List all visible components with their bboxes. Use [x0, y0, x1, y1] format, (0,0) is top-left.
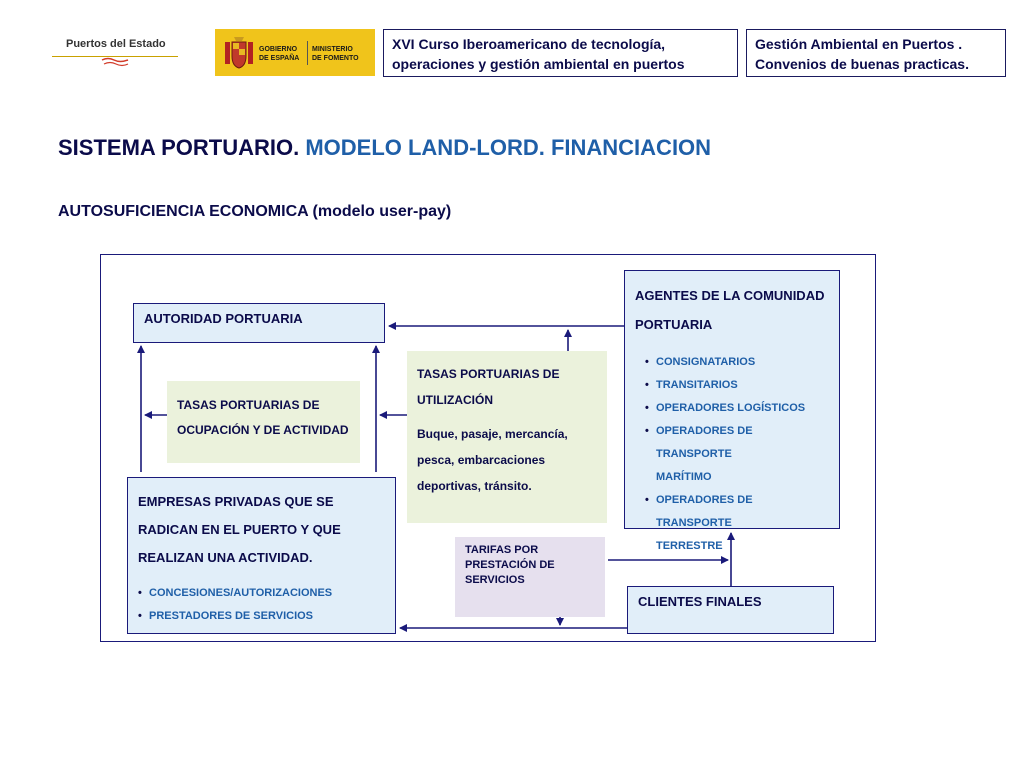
tasas-utilizacion-title: TASAS PORTUARIAS DE UTILIZACIÓN: [417, 361, 597, 413]
course-title-box: XVI Curso Iberoamericano de tecnología, …: [383, 29, 738, 77]
clientes-finales-label: CLIENTES FINALES: [638, 594, 762, 609]
course-title-line2: operaciones y gestión ambiental en puert…: [392, 56, 685, 72]
coat-of-arms-icon: [225, 37, 253, 69]
tasas-utilizacion-box: TASAS PORTUARIAS DE UTILIZACIÓN Buque, p…: [407, 351, 607, 523]
page-title-part1: SISTEMA PORTUARIO.: [58, 135, 306, 160]
list-item: OPERADORES DE TRANSPORTE: [645, 489, 829, 535]
topic-title-line2: Convenios de buenas practicas.: [755, 56, 969, 72]
tasas-utilizacion-desc2: pesca, embarcaciones: [417, 453, 546, 467]
topic-title-line1: Gestión Ambiental en Puertos .: [755, 36, 963, 52]
tarifas-servicios-box: TARIFAS POR PRESTACIÓN DE SERVICIOS: [455, 537, 605, 617]
gobierno-line2: DE ESPAÑA: [259, 55, 300, 62]
tarifas-line2: PRESTACIÓN DE: [465, 559, 555, 571]
empresas-privadas-box: EMPRESAS PRIVADAS QUE SE RADICAN EN EL P…: [127, 477, 396, 634]
tasas-utilizacion-line2: UTILIZACIÓN: [417, 393, 493, 407]
empresas-title: EMPRESAS PRIVADAS QUE SE RADICAN EN EL P…: [138, 488, 385, 572]
list-item: CONCESIONES/AUTORIZACIONES: [138, 582, 385, 605]
agentes-list: CONSIGNATARIOS TRANSITARIOS OPERADORES L…: [635, 351, 829, 558]
ministerio-line1: MINISTERIO: [312, 46, 353, 53]
course-title-line1: XVI Curso Iberoamericano de tecnología,: [392, 36, 666, 52]
tasas-utilizacion-desc: Buque, pasaje, mercancía, pesca, embarca…: [417, 421, 597, 499]
empresas-title-line1: EMPRESAS PRIVADAS QUE SE: [138, 494, 334, 509]
page-title: SISTEMA PORTUARIO. MODELO LAND-LORD. FIN…: [58, 135, 711, 161]
clientes-finales-box: CLIENTES FINALES: [627, 586, 834, 634]
topic-title-box: Gestión Ambiental en Puertos . Convenios…: [746, 29, 1006, 77]
ministerio-line2: DE FOMENTO: [312, 55, 359, 62]
tasas-ocupacion-line2: OCUPACIÓN Y DE ACTIVIDAD: [177, 423, 349, 437]
agentes-title-line2: PORTUARIA: [635, 317, 713, 332]
list-item-continuation: TERRESTRE: [656, 540, 723, 552]
diagram-frame: [100, 254, 876, 642]
tasas-ocupacion-box: TASAS PORTUARIAS DE OCUPACIÓN Y DE ACTIV…: [167, 381, 360, 463]
tasas-utilizacion-desc1: Buque, pasaje, mercancía,: [417, 427, 568, 441]
gobierno-espana-logo: GOBIERNO DE ESPAÑA MINISTERIO DE FOMENTO: [215, 29, 375, 76]
list-item-continuation: MARÍTIMO: [656, 471, 712, 483]
empresas-title-line3: REALIZAN UNA ACTIVIDAD.: [138, 550, 313, 565]
tarifas-line3: SERVICIOS: [465, 574, 525, 586]
tasas-utilizacion-desc3: deportivas, tránsito.: [417, 479, 532, 493]
logo-waves-icon: [101, 57, 129, 67]
list-item: PRESTADORES DE SERVICIOS: [138, 605, 385, 628]
page-subtitle: AUTOSUFICIENCIA ECONOMICA (modelo user-p…: [58, 203, 452, 220]
ministerio-text: MINISTERIO DE FOMENTO: [312, 45, 359, 63]
puertos-del-estado-logo: Puertos del Estado: [52, 30, 180, 70]
list-item: TRANSITARIOS: [645, 374, 829, 397]
agentes-title: AGENTES DE LA COMUNIDAD PORTUARIA: [635, 281, 829, 339]
agentes-comunidad-box: AGENTES DE LA COMUNIDAD PORTUARIA CONSIG…: [624, 270, 840, 552]
empresas-title-line2: RADICAN EN EL PUERTO Y QUE: [138, 522, 341, 537]
empresas-list: CONCESIONES/AUTORIZACIONES PRESTADORES D…: [138, 582, 385, 628]
agentes-title-line1: AGENTES DE LA COMUNIDAD: [635, 288, 825, 303]
gobierno-line1: GOBIERNO: [259, 46, 298, 53]
list-item: OPERADORES DE TRANSPORTE: [645, 420, 829, 466]
tasas-utilizacion-line1: TASAS PORTUARIAS DE: [417, 367, 560, 381]
page-title-part2: MODELO LAND-LORD. FINANCIACION: [305, 135, 712, 160]
list-item: OPERADORES LOGÍSTICOS: [645, 397, 829, 420]
puertos-del-estado-logo-text: Puertos del Estado: [66, 38, 166, 50]
logo-underline: [52, 56, 178, 57]
autoridad-portuaria-label: AUTORIDAD PORTUARIA: [144, 311, 303, 326]
list-item: CONSIGNATARIOS: [645, 351, 829, 374]
tarifas-line1: TARIFAS POR: [465, 544, 539, 556]
autoridad-portuaria-box: AUTORIDAD PORTUARIA: [133, 303, 385, 343]
logo-separator: [307, 41, 308, 65]
tasas-ocupacion-line1: TASAS PORTUARIAS DE: [177, 398, 320, 412]
gobierno-text: GOBIERNO DE ESPAÑA: [259, 45, 299, 63]
